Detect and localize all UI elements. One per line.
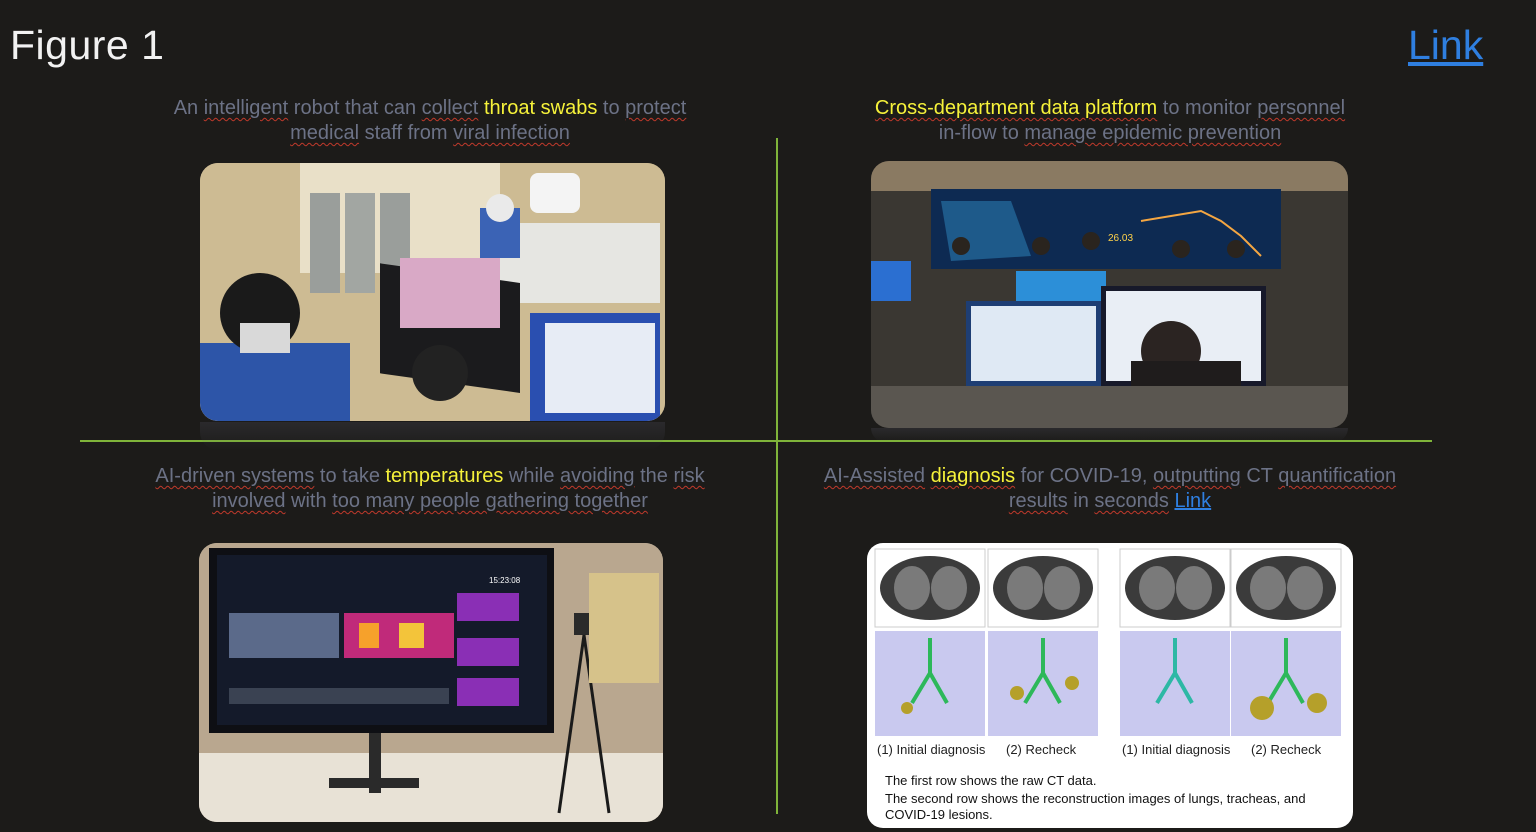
ct-note: The first row shows the raw CT data. <box>885 773 1097 788</box>
data-platform-control-room-photo: 26.03 <box>871 161 1348 428</box>
caption-text: for COVID-19, <box>1015 465 1153 487</box>
vertical-divider <box>776 138 778 814</box>
caption-text: robot that can <box>288 97 422 119</box>
caption-text: protect <box>625 97 687 119</box>
caption-highlight: throat swabs <box>483 97 598 119</box>
caption-text: outputting <box>1152 465 1241 487</box>
ct-label: (2) Recheck <box>1006 742 1077 757</box>
caption-text: quantification <box>1278 465 1397 487</box>
caption-text: seconds <box>1094 490 1169 512</box>
caption-highlight: Cross-department data platform <box>874 97 1158 119</box>
figure-title: Figure 1 <box>10 22 165 68</box>
screen-time: 15:23:08 <box>489 576 521 585</box>
ct-note: COVID-19 lesions. <box>885 807 993 822</box>
control-photo-reflection <box>871 428 1348 442</box>
caption-text: AI-Assisted <box>823 465 926 487</box>
caption-text: CT <box>1240 465 1279 487</box>
screen-value: 26.03 <box>1108 233 1133 244</box>
ct-label: (1) Initial diagnosis <box>1122 742 1231 757</box>
robot-photo-reflection <box>200 422 665 450</box>
caption-text: personnel <box>1257 97 1346 119</box>
caption-text: medical <box>290 122 360 144</box>
caption-text: viral infection <box>453 122 570 144</box>
caption-highlight: temperatures <box>385 465 504 487</box>
caption-temperature: AI-driven systems to take temperatures w… <box>110 464 750 514</box>
caption-text: results <box>1008 490 1068 512</box>
caption-text: in-flow to <box>938 122 1025 144</box>
caption-text: collect <box>421 97 479 119</box>
caption-text: intelligent <box>203 97 289 119</box>
caption-text: to take <box>314 465 386 487</box>
ct-label: (2) Recheck <box>1251 742 1322 757</box>
top-link[interactable]: Link <box>1408 22 1484 68</box>
caption-text: involved <box>212 490 286 512</box>
ct-note: The second row shows the reconstruction … <box>885 791 1306 806</box>
horizontal-divider <box>80 440 1432 442</box>
caption-text: staff from <box>359 122 454 144</box>
caption-text: risk <box>673 465 705 487</box>
caption-robot: An intelligent robot that can collect th… <box>130 96 730 146</box>
caption-link[interactable]: Link <box>1174 490 1212 512</box>
caption-text: manage epidemic prevention <box>1024 122 1282 144</box>
robot-throat-swab-photo <box>200 163 665 421</box>
caption-text: AI-driven systems <box>155 465 315 487</box>
caption-text: to monitor <box>1157 97 1258 119</box>
caption-text: avoiding <box>560 465 635 487</box>
caption-text: in <box>1067 490 1095 512</box>
caption-text: An <box>173 97 204 119</box>
caption-text: too many people gathering together <box>332 490 648 512</box>
caption-text: the <box>634 465 674 487</box>
caption-highlight: diagnosis <box>930 465 1016 487</box>
thermal-screening-photo: 15:23:08 <box>199 543 663 822</box>
ct-label: (1) Initial diagnosis <box>877 742 986 757</box>
caption-text: while <box>503 465 561 487</box>
caption-text: to <box>597 97 626 119</box>
caption-text: with <box>285 490 333 512</box>
caption-ct-diagnosis: AI-Assisted diagnosis for COVID-19, outp… <box>790 464 1430 514</box>
ct-scan-figure: (1) Initial diagnosis (2) Recheck (1) In… <box>867 543 1353 828</box>
caption-data-platform: Cross-department data platform to monito… <box>850 96 1370 146</box>
